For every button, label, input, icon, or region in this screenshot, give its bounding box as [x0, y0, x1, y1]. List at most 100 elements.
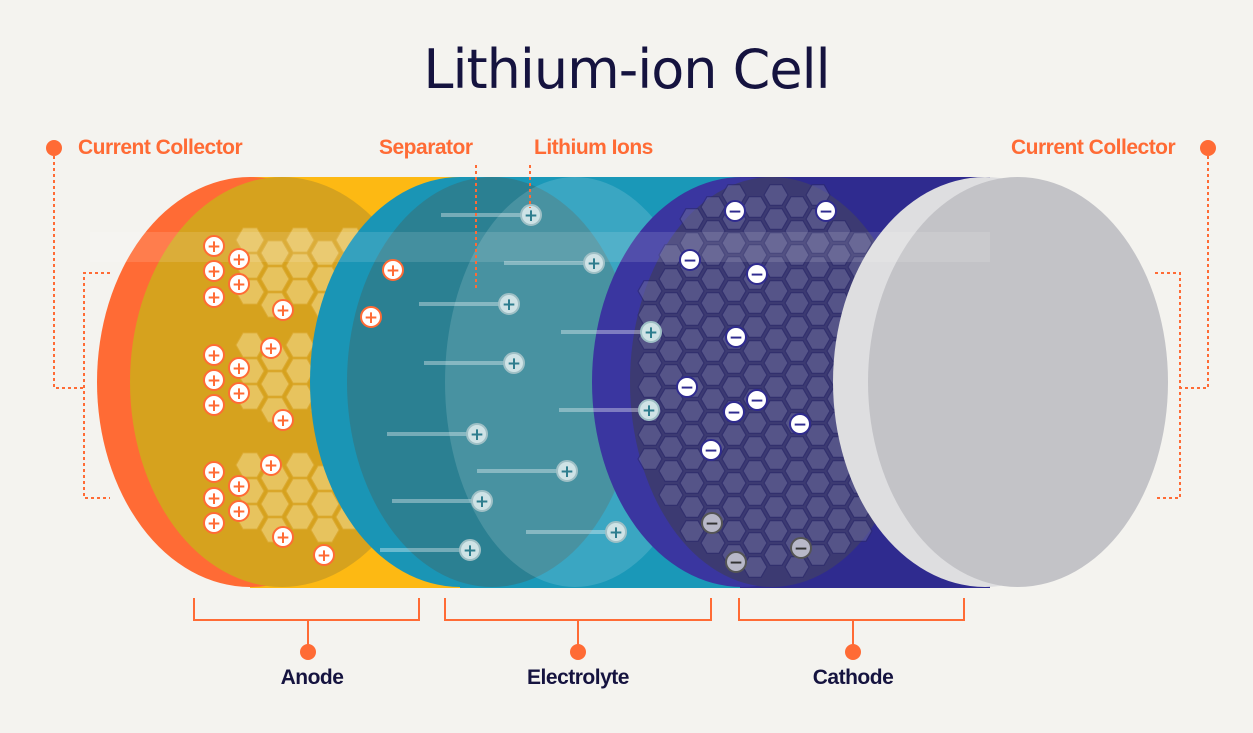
lithium-ion-positive: + — [392, 490, 493, 512]
lithium-ion-positive: + — [203, 461, 225, 483]
lattice-cell — [784, 196, 810, 218]
lithium-ion-positive: + — [228, 475, 250, 497]
lattice-cell — [784, 220, 810, 242]
svg-text:+: + — [587, 254, 601, 274]
leader-collector-left — [53, 150, 84, 389]
lattice-cell — [679, 304, 705, 326]
svg-text:+: + — [276, 528, 290, 548]
lattice-cell — [285, 504, 315, 530]
lattice-cell — [826, 244, 852, 266]
lithium-ion-positive: + — [504, 252, 605, 274]
lattice-cell — [658, 436, 684, 458]
lithium-ion-positive: + — [382, 259, 404, 281]
lattice-cell — [721, 519, 747, 543]
lattice-cell — [285, 332, 315, 358]
lattice-cell — [700, 220, 726, 242]
lithium-ion-positive: + — [203, 369, 225, 391]
lattice-cell — [742, 340, 768, 362]
lattice-cell — [805, 232, 831, 254]
cathode-lattice — [637, 184, 873, 579]
svg-text:+: + — [507, 354, 521, 374]
svg-text:+: + — [207, 237, 221, 257]
lattice-cell — [260, 240, 290, 266]
dot-electrolyte — [570, 644, 586, 660]
lattice-cell — [658, 412, 684, 434]
lattice-cell — [847, 519, 873, 543]
svg-text:+: + — [232, 359, 246, 379]
lattice-cell — [721, 232, 747, 254]
bracket-electrolyte — [444, 598, 712, 650]
svg-text:−: − — [704, 441, 718, 461]
svg-text:−: − — [750, 391, 764, 411]
lattice-cell — [700, 484, 726, 506]
lattice-cell — [826, 484, 852, 506]
lattice-cell — [721, 448, 747, 470]
lattice-cell — [700, 364, 726, 386]
lattice-cell — [679, 352, 705, 374]
lattice-cell — [285, 452, 315, 478]
lattice-cell — [721, 280, 747, 302]
lattice-cell — [742, 460, 768, 482]
lattice-cell — [784, 484, 810, 506]
lattice-cell — [763, 400, 789, 422]
lattice-cell — [826, 220, 852, 242]
svg-text:−: − — [750, 265, 764, 285]
lattice-cell — [805, 376, 831, 398]
lattice-cell — [700, 196, 726, 218]
electron-negative: − — [679, 249, 701, 271]
lithium-ion-positive: + — [559, 399, 660, 421]
lattice-cell — [700, 316, 726, 338]
svg-text:−: − — [727, 403, 741, 423]
svg-text:+: + — [207, 489, 221, 509]
lattice-cell — [658, 244, 684, 266]
lattice-cell — [637, 424, 663, 446]
svg-text:+: + — [207, 514, 221, 534]
lattice-cell — [805, 328, 831, 350]
lithium-ion-positive: + — [272, 299, 294, 321]
lattice-cell — [784, 555, 810, 579]
svg-text:+: + — [502, 295, 516, 315]
svg-text:+: + — [463, 541, 477, 561]
lattice-cell — [742, 531, 768, 555]
lattice-cell — [784, 436, 810, 458]
lattice-cell — [658, 460, 684, 482]
lattice-cell — [742, 364, 768, 386]
highlight-band — [90, 232, 990, 262]
svg-text:+: + — [364, 308, 378, 328]
lithium-ion-positive: + — [272, 409, 294, 431]
lattice-cell — [721, 472, 747, 494]
lattice-cell — [742, 220, 768, 242]
svg-text:−: − — [680, 378, 694, 398]
svg-text:−: − — [705, 514, 719, 534]
lattice-cell — [310, 240, 340, 266]
electron-negative: − — [789, 413, 811, 435]
bracket-anode — [193, 598, 420, 650]
lattice-cell — [805, 304, 831, 326]
lattice-cell — [700, 531, 726, 555]
electron-negative: − — [815, 200, 837, 222]
lithium-ion-positive: + — [228, 273, 250, 295]
label-cathode: Cathode — [812, 666, 894, 689]
svg-text:+: + — [470, 425, 484, 445]
lattice-cell — [721, 256, 747, 278]
svg-text:+: + — [207, 262, 221, 282]
lattice-cell — [742, 436, 768, 458]
lattice-cell — [658, 340, 684, 362]
lattice-cell — [260, 371, 290, 397]
lattice-cell — [763, 328, 789, 350]
svg-text:+: + — [264, 339, 278, 359]
lattice-cell — [784, 388, 810, 410]
lithium-ion-positive: + — [419, 293, 520, 315]
lithium-ion-positive: + — [203, 344, 225, 366]
lattice-cell — [637, 448, 663, 470]
lithium-ion-positive: + — [203, 260, 225, 282]
lattice-cell — [763, 280, 789, 302]
lattice-cell — [805, 519, 831, 543]
lithium-ion-positive: + — [380, 539, 481, 561]
electron-negative: − — [790, 537, 812, 559]
svg-text:+: + — [264, 456, 278, 476]
lattice-cell — [285, 279, 315, 305]
lithium-ion-positive: + — [561, 321, 662, 343]
lattice-cell — [742, 484, 768, 506]
